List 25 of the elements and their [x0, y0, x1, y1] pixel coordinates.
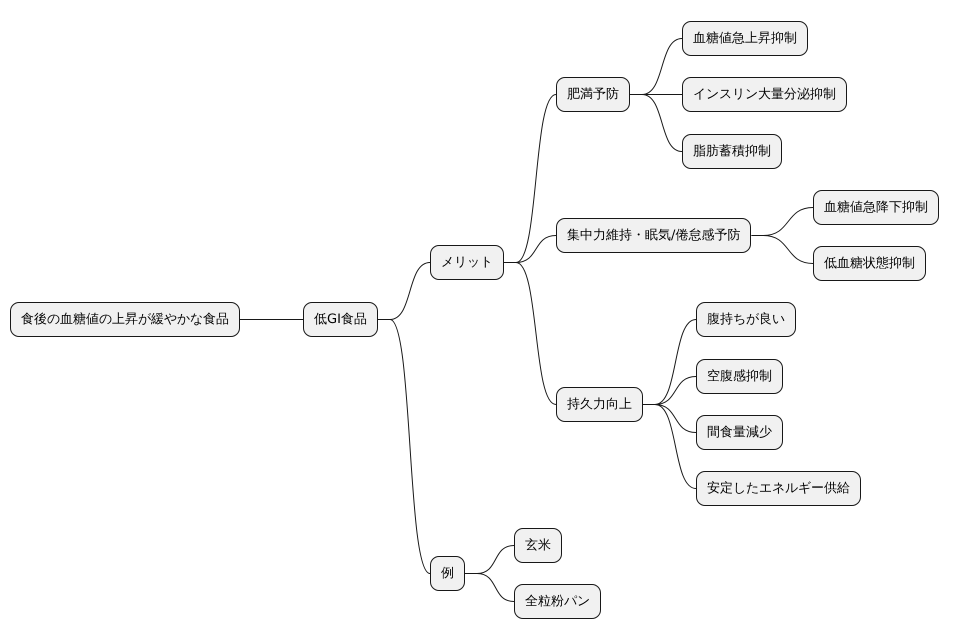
topic-box: 空腹感抑制 — [696, 359, 783, 394]
topic-box: メリット — [430, 245, 504, 280]
topic-box: 血糖値急上昇抑制 — [682, 21, 808, 56]
topic-box: 低血糖状態抑制 — [813, 246, 926, 281]
connector — [642, 404, 696, 489]
topic-box: 持久力向上 — [556, 387, 643, 422]
topic-box: インスリン大量分泌抑制 — [682, 77, 847, 112]
topic-box: 血糖値急降下抑制 — [813, 190, 939, 225]
topic-box: 肥満予防 — [556, 77, 630, 112]
connector — [750, 235, 814, 264]
connector — [377, 319, 430, 574]
topic-box: 例 — [430, 556, 465, 591]
topic-box: 集中力維持・眠気/倦怠感予防 — [556, 218, 752, 253]
topic-box: 玄米 — [514, 528, 562, 563]
topic-box: 低GI食品 — [303, 302, 378, 337]
topic-box: 安定したエネルギー供給 — [696, 471, 861, 506]
topic-box: 間食量減少 — [696, 415, 783, 450]
topic-box: 食後の血糖値の上昇が緩やかな食品 — [10, 302, 240, 337]
topic-box: 腹持ちが良い — [696, 302, 796, 337]
connector — [240, 319, 304, 320]
topic-box: 全粒粉パン — [514, 584, 601, 619]
topic-box: 脂肪蓄積抑制 — [682, 134, 782, 169]
connector — [464, 573, 514, 602]
connector — [504, 262, 556, 405]
connector — [630, 94, 682, 152]
